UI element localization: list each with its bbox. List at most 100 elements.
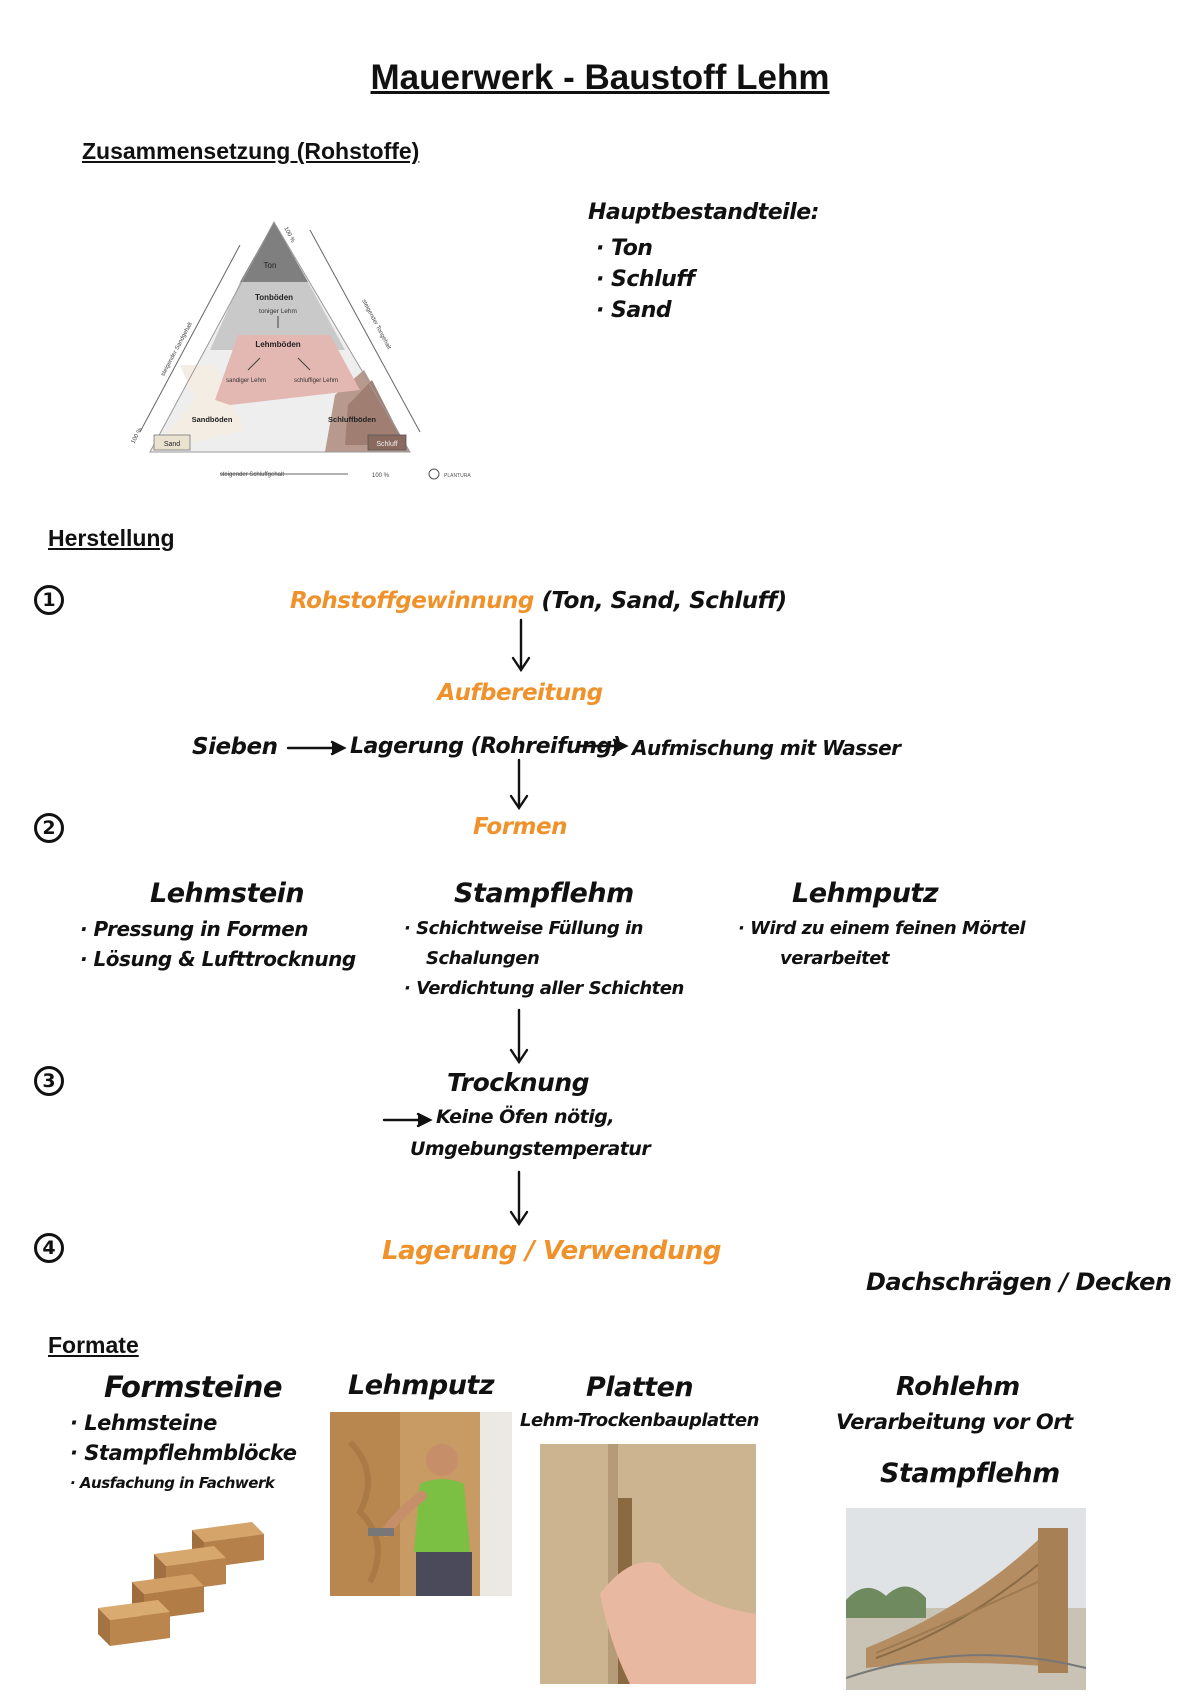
platten-subtitle: Lehm-Trockenbauplatten	[520, 1410, 759, 1431]
list-item: · Wird zu einem feinen Mörtel	[738, 918, 1026, 939]
plantura-logo-icon	[428, 468, 440, 480]
board-seam	[608, 1444, 618, 1684]
sieben-label: Sieben	[192, 734, 278, 760]
list-item: · Verdichtung aller Schichten	[404, 978, 684, 999]
stampflehm-photo	[846, 1508, 1086, 1690]
brick	[98, 1600, 170, 1646]
lehmputz-list: · Wird zu einem feinen Mörtel verarbeite…	[738, 914, 1026, 974]
lehmsteine-photo	[98, 1522, 264, 1646]
arrow-head	[509, 1210, 529, 1227]
step-number-2: 2	[34, 813, 64, 843]
lehmputz-photo	[330, 1412, 512, 1596]
rohstoffgewinnung-label: Rohstoffgewinnung	[290, 588, 534, 614]
platten-title: Platten	[586, 1372, 694, 1403]
arrow-head	[509, 1048, 529, 1065]
rohstoffgewinnung-detail: (Ton, Sand, Schluff)	[541, 588, 787, 614]
soil-texture-triangle: Ton Tonböden toniger Lehm Lehmböden sand…	[130, 220, 471, 480]
arrow-head	[330, 740, 347, 756]
lehmstein-title: Lehmstein	[150, 878, 305, 909]
lagerung-verwendung-label: Lagerung / Verwendung	[382, 1236, 722, 1266]
stampflehm-list: · Schichtweise Füllung in Schalungen · V…	[404, 914, 684, 1004]
corner-sand-box	[153, 434, 191, 451]
rohlehm-subtitle-2: Stampflehm	[880, 1458, 1060, 1489]
label-ton: Ton	[264, 261, 277, 270]
axis-left-line	[139, 244, 241, 433]
formsteine-list: · Lehmsteine · Stampflehmblöcke · Ausfac…	[70, 1408, 297, 1498]
label-tonboeden: Tonböden	[255, 293, 293, 302]
wall-end	[1038, 1528, 1068, 1673]
step-number-4: 4	[34, 1233, 64, 1263]
label-axis-bottom: steigender Schluffgehalt	[220, 472, 285, 478]
trees	[846, 1586, 926, 1618]
arrow-down-right	[297, 357, 311, 371]
curb	[846, 1654, 1086, 1679]
label-schluffiger-lehm: schluffiger Lehm	[294, 378, 338, 384]
rohlehm-subtitle: Verarbeitung vor Ort	[836, 1410, 1073, 1434]
dachschraegen-label: Dachschrägen / Decken	[866, 1268, 1172, 1296]
label-sand: Sand	[164, 441, 180, 448]
person-trousers	[416, 1552, 472, 1596]
list-item: · Lösung & Lufttrocknung	[80, 947, 356, 971]
formate-lehmputz-title: Lehmputz	[348, 1370, 495, 1401]
trocknung-detail-2: Umgebungstemperatur	[410, 1138, 651, 1160]
hauptbestandteile-list: · Ton · Schluff · Sand	[596, 233, 695, 326]
corner-schluff-box	[367, 434, 407, 451]
arrow-head	[509, 794, 529, 811]
list-item: · Lehmsteine	[70, 1411, 217, 1435]
region-schluff-dark	[345, 380, 405, 445]
rohstoffgewinnung-line: Rohstoffgewinnung (Ton, Sand, Schluff)	[290, 588, 787, 614]
lagerung-rohreifung-label: Lagerung (Rohreifung)	[350, 734, 622, 759]
platten-photo	[540, 1444, 756, 1684]
label-schluffboeden: Schluffböden	[328, 415, 376, 424]
stampflehm-title: Stampflehm	[454, 878, 634, 909]
label-sandiger-lehm: sandiger Lehm	[226, 378, 266, 384]
label-toniger-lehm: toniger Lehm	[259, 308, 297, 315]
list-item: · Schichtweise Füllung in	[404, 918, 643, 939]
label-brand: PLANTURA	[444, 473, 471, 479]
person-shirt	[414, 1479, 470, 1552]
formen-label: Formen	[472, 814, 568, 840]
formsteine-title: Formsteine	[104, 1370, 283, 1404]
aufmischung-label: Aufmischung mit Wasser	[632, 736, 901, 760]
plaster-texture	[347, 1439, 381, 1584]
list-item: · Schluff	[596, 267, 695, 292]
arrow-head	[511, 656, 531, 673]
list-item: · Ton	[596, 236, 653, 261]
hand-photo	[600, 1562, 756, 1684]
person-head	[426, 1444, 458, 1476]
arrow-head	[612, 738, 629, 754]
label-lehmboeden: Lehmböden	[255, 340, 300, 349]
wall-layer	[875, 1557, 1047, 1659]
list-item: · Pressung in Formen	[80, 917, 309, 941]
list-item: · Ausfachung in Fachwerk	[70, 1474, 275, 1492]
list-item: verarbeitet	[780, 948, 890, 969]
step-number-1: 1	[34, 585, 64, 615]
label-schluff: Schluff	[376, 441, 397, 448]
arrow-head	[416, 1112, 433, 1128]
aufbereitung-label: Aufbereitung	[437, 680, 603, 706]
region-ton	[240, 222, 308, 282]
list-item: · Sand	[596, 298, 672, 323]
trocknung-label: Trocknung	[447, 1068, 590, 1097]
trowel-icon	[368, 1528, 394, 1536]
trocknung-detail-1: Keine Öfen nötig,	[436, 1106, 615, 1128]
section-heading-zusammensetzung: Zusammensetzung (Rohstoffe)	[82, 138, 420, 164]
triangle-outline	[149, 220, 411, 453]
list-item: · Stampflehmblöcke	[70, 1441, 297, 1465]
section-heading-formate: Formate	[48, 1332, 139, 1358]
label-pct-bottom: 100 %	[372, 473, 390, 479]
label-sandboeden: Sandböden	[192, 415, 233, 424]
section-heading-herstellung: Herstellung	[48, 525, 175, 551]
lehmputz-title: Lehmputz	[792, 878, 939, 909]
arrow-down-left	[247, 357, 261, 371]
wall-layer	[875, 1577, 1047, 1654]
hauptbestandteile-title: Hauptbestandteile:	[588, 200, 819, 225]
step-number-3: 3	[34, 1066, 64, 1096]
lehmstein-list: · Pressung in Formen · Lösung & Lufttroc…	[80, 914, 356, 974]
white-wall	[480, 1412, 512, 1596]
region-lehmboeden	[215, 335, 360, 405]
page-title: Mauerwerk - Baustoff Lehm	[370, 58, 830, 97]
list-item: Schalungen	[426, 948, 540, 969]
axis-right-line	[309, 229, 421, 433]
